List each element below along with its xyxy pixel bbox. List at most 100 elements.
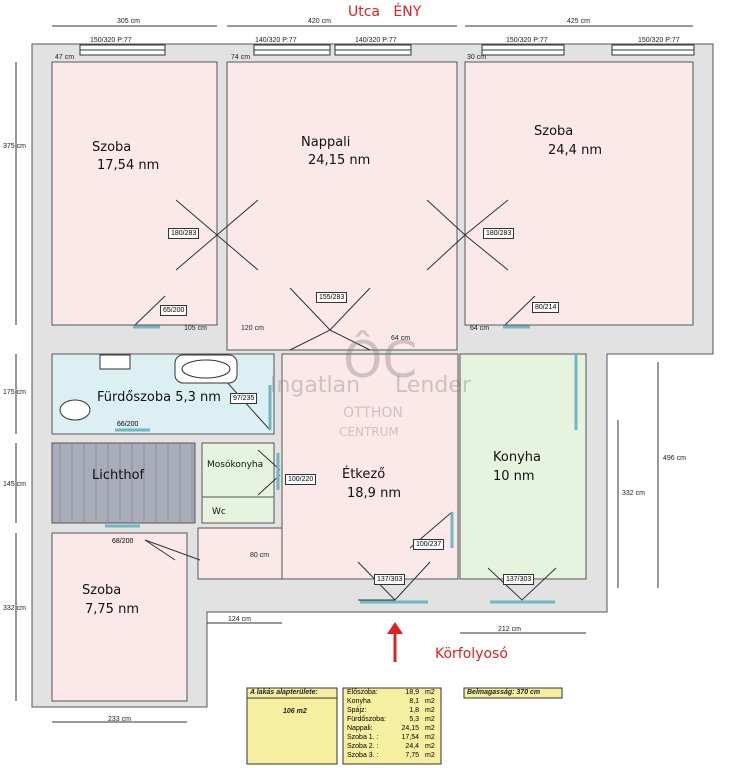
area-value: 17,54 bbox=[401, 734, 420, 741]
dim-w120: 120 cm bbox=[241, 325, 264, 332]
door-label-8: 100/220 bbox=[285, 474, 317, 485]
door-label-4: 65/200 bbox=[160, 305, 188, 316]
window-label-3: 140/320 P:77 bbox=[355, 37, 397, 44]
window-label-4: 150/320 P:77 bbox=[506, 37, 548, 44]
watermark-line2: CENTRUM bbox=[339, 425, 399, 439]
area-name: Szoba 2. : bbox=[347, 743, 379, 750]
room-szoba3-fill bbox=[51, 532, 188, 702]
dim-bottom1: 233 cm bbox=[108, 716, 131, 723]
room-szoba1-fill bbox=[51, 61, 218, 326]
room-lichthof-fill bbox=[51, 442, 196, 524]
dim-left1: 375 cm bbox=[3, 143, 26, 150]
dim-right-inner: 332 cm bbox=[622, 490, 645, 497]
area-value: 7,75 bbox=[405, 752, 420, 759]
door-label-6: 97/235 bbox=[230, 393, 258, 404]
ceiling-height: Belmagasság: 370 cm bbox=[467, 689, 541, 696]
area-unit: m2 bbox=[425, 689, 435, 696]
window-label-5: 150/320 P:77 bbox=[638, 37, 680, 44]
door-label-7: 66/200 bbox=[117, 421, 139, 428]
dim-bottom2: 124 cm bbox=[228, 616, 251, 623]
dim-left2: 175 cm bbox=[3, 389, 26, 396]
room-konyha-fill bbox=[459, 353, 587, 580]
dim-bottom3: 212 cm bbox=[498, 626, 521, 633]
dim-w47: 47 cm bbox=[55, 54, 75, 61]
area-name: Konyha bbox=[347, 698, 371, 705]
room-mosokonyha-fill bbox=[201, 442, 275, 524]
area-name: Nappali: bbox=[347, 725, 373, 732]
dim-w64a: 64 cm bbox=[391, 335, 411, 342]
door-label-5: 80/214 bbox=[532, 302, 560, 313]
area-name: Szoba 1. : bbox=[347, 734, 379, 741]
area-title: A lakás alapterülete: bbox=[250, 689, 318, 696]
area-total: 106 m2 bbox=[283, 708, 307, 715]
watermark-brand-right: Lender bbox=[395, 373, 471, 398]
dim-left4: 332 cm bbox=[3, 605, 26, 612]
dim-left3: 145 cm bbox=[3, 481, 26, 488]
area-unit: m2 bbox=[425, 743, 435, 750]
dim-w105: 105 cm bbox=[184, 325, 207, 332]
door-label-9: 68/200 bbox=[112, 538, 134, 545]
dim-top1: 305 cm bbox=[117, 18, 140, 25]
area-unit: m2 bbox=[425, 734, 435, 741]
szoba1-area: 17,54 nm bbox=[97, 158, 160, 173]
dim-top3: 425 cm bbox=[567, 18, 590, 25]
area-name: Előszoba: bbox=[347, 689, 378, 696]
watermark-logo: ÔC bbox=[343, 331, 418, 389]
area-value: 1,8 bbox=[409, 707, 420, 714]
area-value: 8,1 bbox=[409, 698, 420, 705]
mosokonyha-name: Mosókonyha bbox=[207, 460, 264, 470]
area-row: Spájz: 1,8 m2 bbox=[344, 706, 440, 715]
konyha-area: 10 nm bbox=[493, 469, 535, 484]
area-name: Spájz: bbox=[347, 707, 367, 714]
area-row: Szoba 3. : 7,75 m2 bbox=[344, 751, 440, 760]
szoba2-area: 24,4 nm bbox=[548, 143, 602, 158]
area-row: Fürdőszoba: 5,3 m2 bbox=[344, 715, 440, 724]
window-label-1: 150/320 P:77 bbox=[90, 37, 132, 44]
konyha-name: Konyha bbox=[493, 450, 541, 465]
street-label: Utca ÉNY bbox=[348, 4, 421, 20]
furdo-name: Fürdőszoba 5,3 nm bbox=[97, 390, 221, 405]
area-row: Előszoba: 18,9 m2 bbox=[344, 688, 440, 697]
area-name: Fürdőszoba: bbox=[347, 716, 386, 723]
door-label-10: 100/237 bbox=[413, 539, 445, 550]
area-unit: m2 bbox=[425, 716, 435, 723]
area-value: 5,3 bbox=[409, 716, 420, 723]
dim-top2: 420 cm bbox=[308, 18, 331, 25]
szoba2-name: Szoba bbox=[534, 124, 574, 139]
area-value: 18,9 bbox=[405, 689, 420, 696]
area-unit: m2 bbox=[425, 725, 435, 732]
room-szoba2-fill bbox=[464, 61, 694, 326]
nappali-name: Nappali bbox=[301, 135, 351, 150]
dim-w64b: 64 cm bbox=[470, 325, 490, 332]
szoba1-name: Szoba bbox=[92, 140, 132, 155]
area-name: Szoba 3. : bbox=[347, 752, 379, 759]
dim-w30: 30 cm bbox=[467, 54, 487, 61]
dim-right-outer: 496 cm bbox=[663, 455, 686, 462]
area-unit: m2 bbox=[425, 707, 435, 714]
dim-w74: 74 cm bbox=[231, 54, 251, 61]
street-name: Utca bbox=[348, 4, 381, 20]
door-label-1: 180/283 bbox=[168, 228, 200, 239]
door-label-12: 137/303 bbox=[503, 574, 535, 585]
lichthof-name: Lichthof bbox=[92, 468, 145, 483]
wc-name: Wc bbox=[212, 507, 226, 517]
szoba3-name: Szoba bbox=[82, 583, 122, 598]
area-value: 24,15 bbox=[401, 725, 420, 732]
door-label-3: 155/283 bbox=[316, 292, 348, 303]
nappali-area: 24,15 nm bbox=[308, 153, 371, 168]
watermark-brand-left: Ingatlan bbox=[270, 373, 361, 398]
door-label-11: 137/303 bbox=[374, 574, 406, 585]
door-label-2: 180/283 bbox=[483, 228, 515, 239]
area-row: Szoba 1. : 17,54 m2 bbox=[344, 733, 440, 742]
area-value: 24,4 bbox=[405, 743, 420, 750]
room-nappali-fill bbox=[226, 61, 458, 351]
street-direction: ÉNY bbox=[393, 4, 422, 20]
area-row: Nappali: 24,15 m2 bbox=[344, 724, 440, 733]
etkezo-area: 18,9 nm bbox=[347, 486, 401, 501]
area-row: Szoba 2. : 24,4 m2 bbox=[344, 742, 440, 751]
window-label-2: 140/320 P:77 bbox=[255, 37, 297, 44]
area-unit: m2 bbox=[425, 752, 435, 759]
